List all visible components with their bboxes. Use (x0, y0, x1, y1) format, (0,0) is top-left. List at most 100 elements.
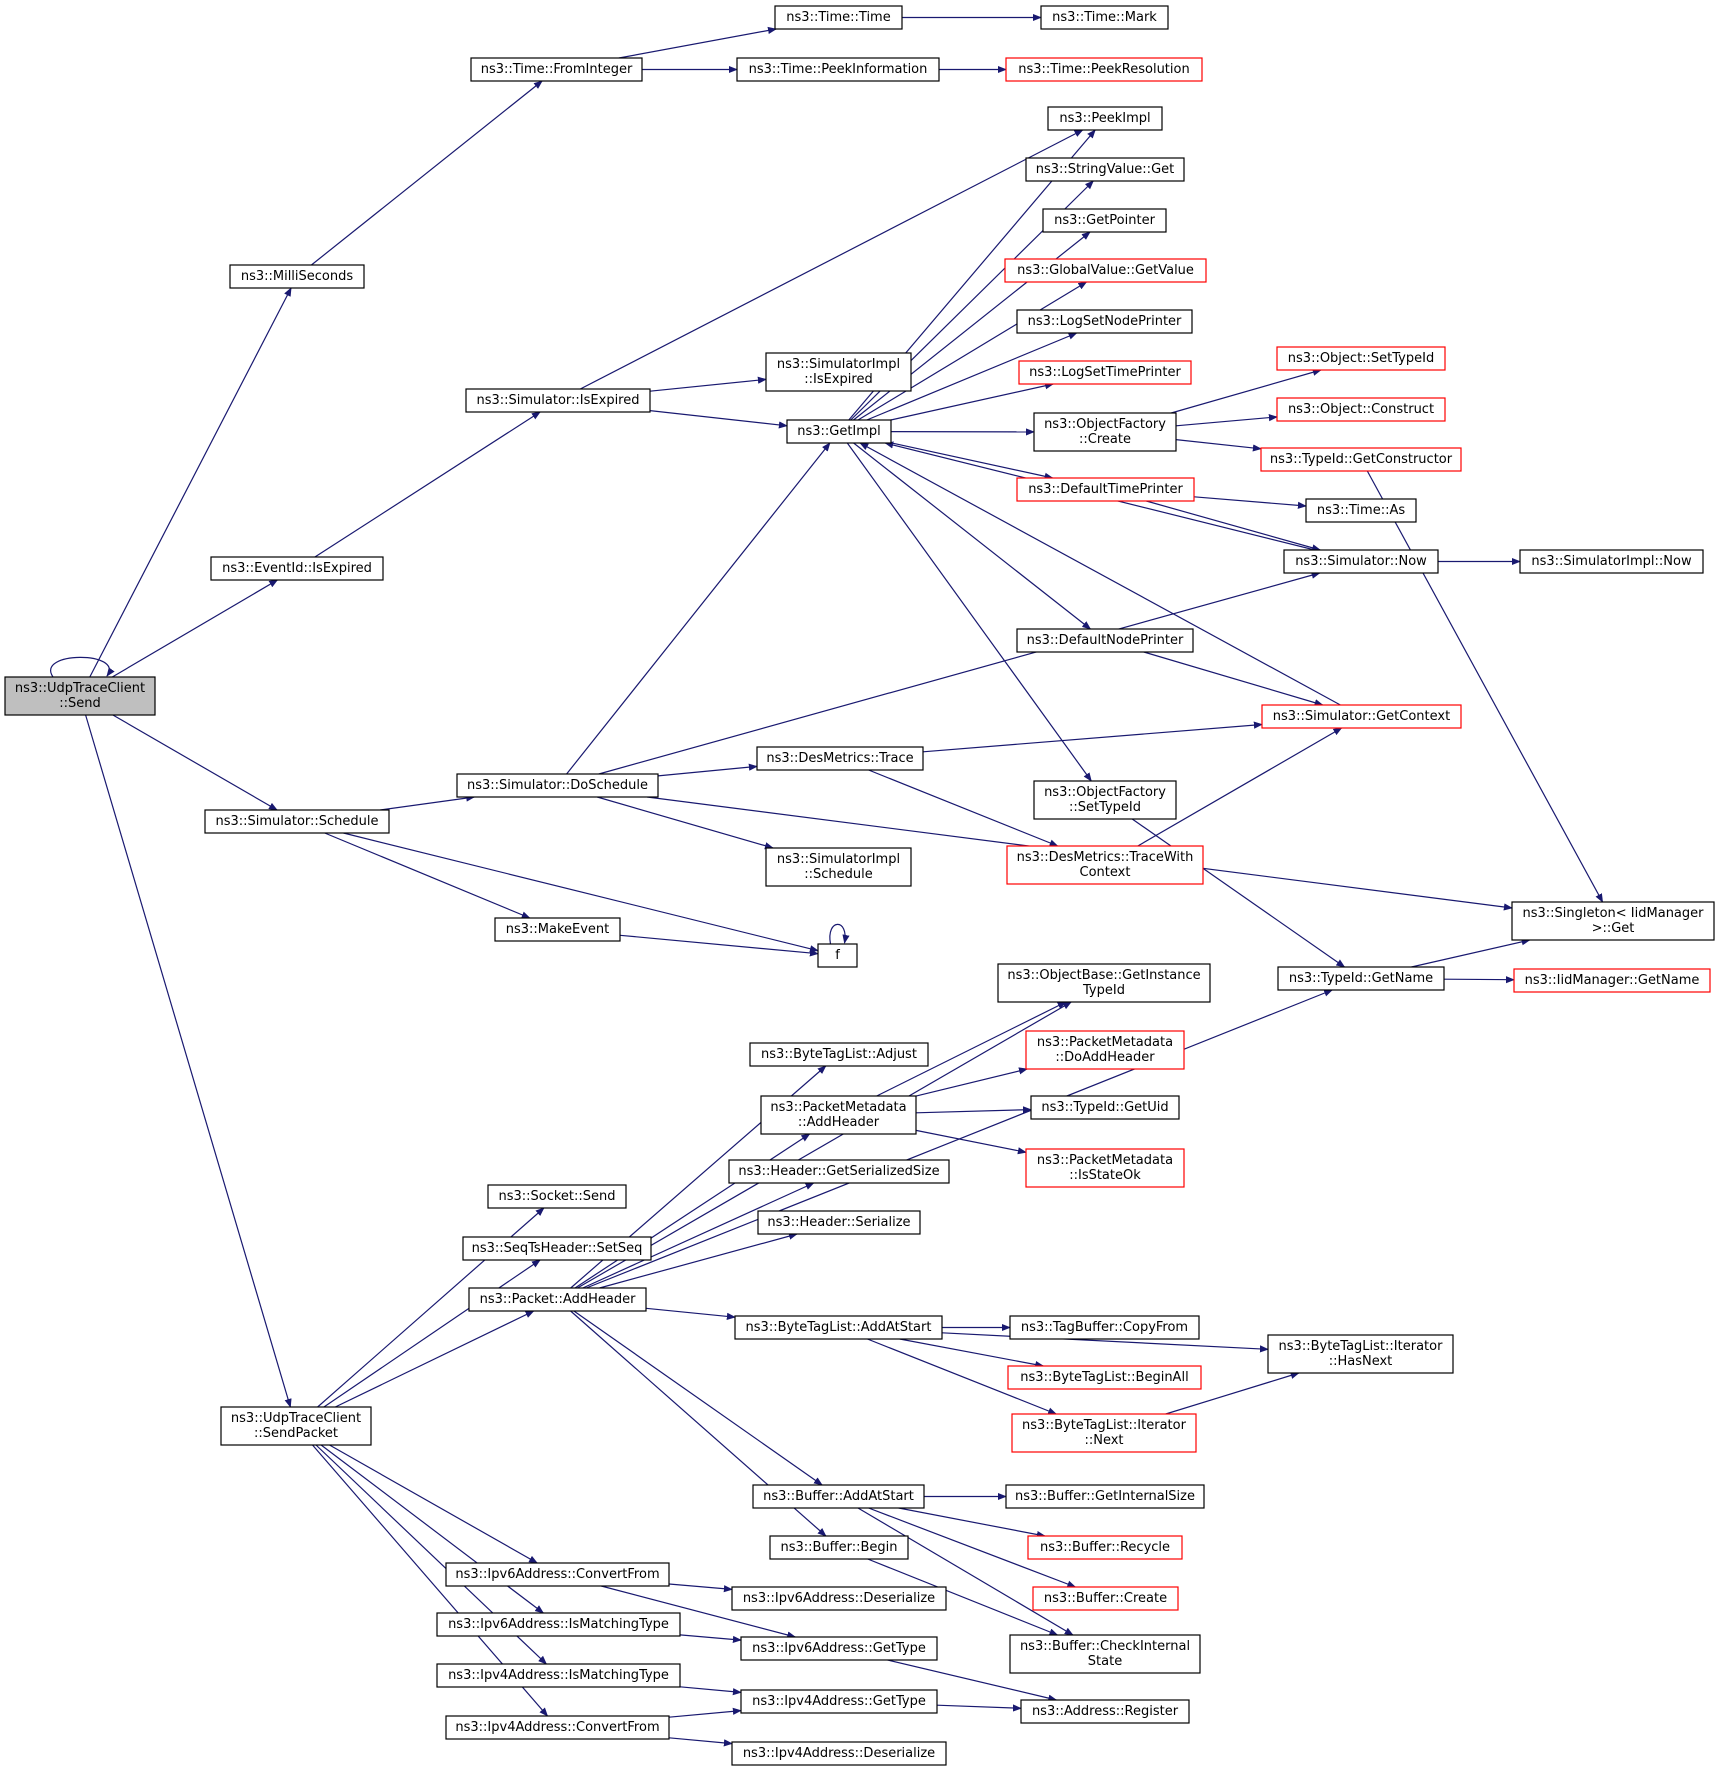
function-node-btl-iter-hasnext[interactable]: ns3::ByteTagList::Iterator::HasNext (1267, 1334, 1454, 1374)
function-node-globalvalue-getvalue[interactable]: ns3::GlobalValue::GetValue (1004, 258, 1207, 283)
function-node-packet-addheader[interactable]: ns3::Packet::AddHeader (468, 1287, 647, 1312)
function-node-seqts-setseq[interactable]: ns3::SeqTsHeader::SetSeq (462, 1236, 652, 1261)
function-node-ipv4-deserialize[interactable]: ns3::Ipv4Address::Deserialize (731, 1741, 947, 1766)
function-node-header-serialize[interactable]: ns3::Header::Serialize (757, 1210, 921, 1235)
function-node-getpointer[interactable]: ns3::GetPointer (1042, 208, 1167, 233)
function-node-eventid-isexpired[interactable]: ns3::EventId::IsExpired (210, 556, 384, 581)
function-node-peekinformation[interactable]: ns3::Time::PeekInformation (736, 57, 940, 82)
edge (582, 1182, 815, 1289)
node-label: ns3::ByteTagList::Iterator (1279, 1339, 1444, 1354)
function-node-socket-send[interactable]: ns3::Socket::Send (487, 1184, 627, 1209)
call-edge-ipv4_convertfrom-to-ipv4_deserialize (668, 1737, 733, 1747)
node-box (756, 746, 924, 771)
function-node-object-construct[interactable]: ns3::Object::Construct (1276, 397, 1446, 422)
function-node-object-settypeid[interactable]: ns3::Object::SetTypeId (1276, 346, 1446, 371)
node-label: ::IsStateOk (1069, 1168, 1141, 1183)
function-node-buffer-create[interactable]: ns3::Buffer::Create (1032, 1586, 1179, 1611)
function-node-tagbuffer-copyfrom[interactable]: ns3::TagBuffer::CopyFrom (1009, 1315, 1200, 1340)
function-node-btl-addatstart[interactable]: ns3::ByteTagList::AddAtStart (734, 1315, 943, 1340)
function-node-time-mark[interactable]: ns3::Time::Mark (1040, 5, 1169, 30)
function-node-time-as[interactable]: ns3::Time::As (1305, 498, 1417, 523)
node-label: ns3::TypeId::GetUid (1041, 1100, 1168, 1115)
node-box (494, 917, 621, 942)
node-label: ns3::ByteTagList::AddAtStart (746, 1320, 932, 1335)
edge (599, 1232, 798, 1289)
function-node-getimpl[interactable]: ns3::GetImpl (786, 419, 892, 444)
function-node-singleton-get[interactable]: ns3::Singleton< IidManager >::Get (1511, 901, 1715, 941)
edge (577, 1001, 1072, 1289)
function-node-ipv6-gettype[interactable]: ns3::Ipv6Address::GetType (740, 1636, 938, 1661)
function-nodes: ns3::UdpTraceClient::Send ns3::MilliSecon… (4, 5, 1715, 1766)
function-node-milliseconds[interactable]: ns3::MilliSeconds (229, 264, 365, 289)
function-node-makeevent[interactable]: ns3::MakeEvent (494, 917, 621, 942)
function-node-sim-schedule[interactable]: ns3::Simulator::Schedule (204, 809, 390, 834)
edge (876, 1001, 1067, 1097)
function-node-simimpl-schedule[interactable]: ns3::SimulatorImpl::Schedule (765, 847, 912, 887)
function-node-defaulttimeprinter[interactable]: ns3::DefaultTimePrinter (1016, 477, 1195, 502)
function-node-stringvalue-get[interactable]: ns3::StringValue::Get (1025, 157, 1185, 182)
function-node-frominteger[interactable]: ns3::Time::FromInteger (470, 57, 643, 82)
node-label: ns3::Ipv6Address::IsMatchingType (448, 1617, 669, 1632)
node-label: ns3::Simulator::DoSchedule (467, 778, 648, 793)
function-node-sendpacket[interactable]: ns3::UdpTraceClient::SendPacket (220, 1406, 372, 1446)
function-node-ipv4-convertfrom[interactable]: ns3::Ipv4Address::ConvertFrom (445, 1715, 670, 1740)
node-label: ns3::Time::PeekInformation (749, 62, 928, 77)
function-node-typeid-getname[interactable]: ns3::TypeId::GetName (1277, 966, 1445, 991)
node-label: ns3::Buffer::AddAtStart (763, 1489, 914, 1504)
function-node-sim-doschedule[interactable]: ns3::Simulator::DoSchedule (456, 773, 659, 798)
node-label: ns3::PacketMetadata (1037, 1035, 1173, 1050)
function-node-pm-isstateok[interactable]: ns3::PacketMetadata::IsStateOk (1025, 1148, 1185, 1188)
function-node-ipv4-ismatchingtype[interactable]: ns3::Ipv4Address::IsMatchingType (436, 1663, 681, 1688)
function-node-btl-iter-next[interactable]: ns3::ByteTagList::Iterator::Next (1011, 1413, 1197, 1453)
function-node-ipv6-deserialize[interactable]: ns3::Ipv6Address::Deserialize (731, 1586, 947, 1611)
edge (324, 832, 531, 919)
function-node-iidmanager-getname[interactable]: ns3::IidManager::GetName (1513, 968, 1711, 993)
edge (645, 1307, 736, 1320)
function-node-typeid-getconstructor[interactable]: ns3::TypeId::GetConstructor (1260, 447, 1462, 472)
function-node-time-time[interactable]: ns3::Time::Time (774, 5, 903, 30)
function-node-desmetrics-trace[interactable]: ns3::DesMetrics::Trace (756, 746, 924, 771)
function-node-pm-addheader[interactable]: ns3::PacketMetadata::AddHeader (760, 1095, 917, 1135)
call-edge-sim_schedule-to-f (343, 832, 819, 953)
node-box (786, 419, 892, 444)
function-node-objectfactory-settypeid[interactable]: ns3::ObjectFactory::SetTypeId (1033, 780, 1177, 820)
function-node-buffer-getinternalsize[interactable]: ns3::Buffer::GetInternalSize (1005, 1484, 1205, 1509)
function-node-ipv4-gettype[interactable]: ns3::Ipv4Address::GetType (740, 1689, 938, 1714)
function-node-header-getserializedsize[interactable]: ns3::Header::GetSerializedSize (728, 1159, 950, 1184)
function-node-send[interactable]: ns3::UdpTraceClient::Send (4, 676, 156, 716)
function-node-logsettimeprinter[interactable]: ns3::LogSetTimePrinter (1018, 360, 1192, 385)
node-label: ::Schedule (804, 867, 873, 882)
function-node-ipv6-ismatchingtype[interactable]: ns3::Ipv6Address::IsMatchingType (436, 1612, 681, 1637)
function-node-simimpl-now[interactable]: ns3::SimulatorImpl::Now (1519, 549, 1704, 574)
function-node-bytetaglist-adjust[interactable]: ns3::ByteTagList::Adjust (749, 1042, 929, 1067)
edge (314, 411, 541, 558)
function-node-buffer-begin[interactable]: ns3::Buffer::Begin (769, 1535, 909, 1560)
function-node-typeid-getuid[interactable]: ns3::TypeId::GetUid (1030, 1095, 1180, 1120)
function-node-address-register[interactable]: ns3::Address::Register (1020, 1699, 1190, 1724)
call-edge-send-to-sendpacket (85, 714, 292, 1408)
function-node-objectfactory-create[interactable]: ns3::ObjectFactory::Create (1033, 412, 1177, 452)
function-node-f[interactable]: f (817, 943, 858, 968)
node-box (1277, 966, 1445, 991)
function-node-simulator-getcontext[interactable]: ns3::Simulator::GetContext (1261, 704, 1462, 729)
function-node-pm-doaddheader[interactable]: ns3::PacketMetadata::DoAddHeader (1025, 1030, 1185, 1070)
function-node-peekresolution[interactable]: ns3::Time::PeekResolution (1005, 57, 1203, 82)
function-node-logsetnodeprinter[interactable]: ns3::LogSetNodePrinter (1016, 309, 1193, 334)
function-node-btl-beginall[interactable]: ns3::ByteTagList::BeginAll (1007, 1365, 1202, 1390)
edge (829, 923, 850, 945)
function-node-simulator-now[interactable]: ns3::Simulator::Now (1283, 549, 1439, 574)
function-node-buffer-recycle[interactable]: ns3::Buffer::Recycle (1027, 1535, 1183, 1560)
function-node-peekimpl[interactable]: ns3::PeekImpl (1047, 106, 1163, 131)
function-node-simimpl-isexpired[interactable]: ns3::SimulatorImpl::IsExpired (765, 352, 912, 392)
function-node-sim-isexpired[interactable]: ns3::Simulator::IsExpired (465, 388, 651, 413)
edge (853, 442, 1092, 630)
node-label: ns3::Time::Time (786, 10, 890, 25)
function-node-buffer-addatstart[interactable]: ns3::Buffer::AddAtStart (752, 1484, 925, 1509)
call-edge-buffer_addatstart-to-buffer_checkinternalstate (857, 1507, 1074, 1636)
function-node-defaultnodeprinter[interactable]: ns3::DefaultNodePrinter (1016, 628, 1194, 653)
node-box (765, 352, 912, 392)
function-node-ipv6-convertfrom[interactable]: ns3::Ipv6Address::ConvertFrom (445, 1562, 670, 1587)
